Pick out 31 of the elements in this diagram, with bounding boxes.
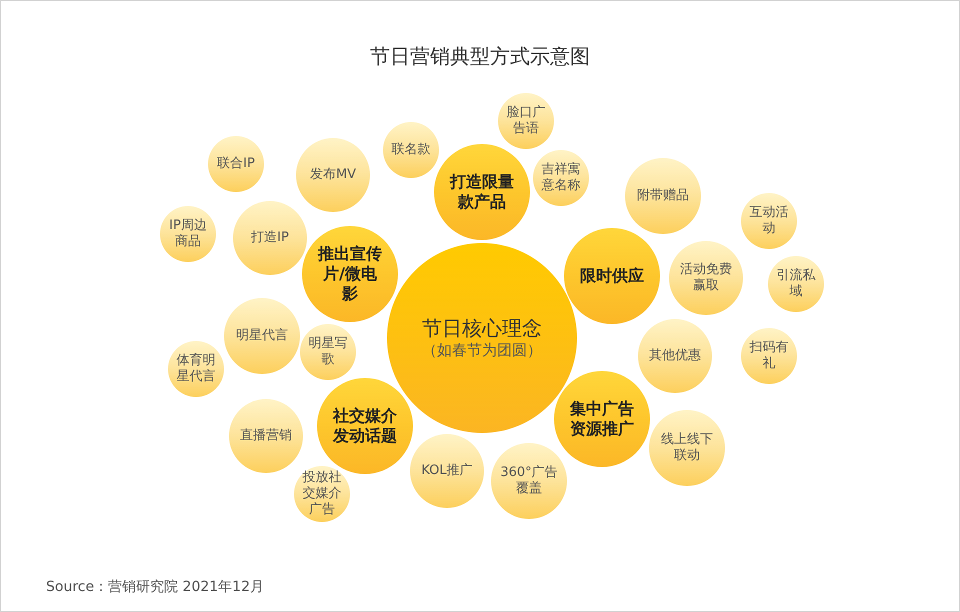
bubble-label: 明星写歌 (308, 336, 348, 368)
bubble-label: IP周边商品 (168, 218, 208, 250)
bubble-label: 明星代言 (236, 328, 288, 344)
source-note: Source：营销研究院 2021年12月 (46, 578, 264, 596)
bubble-label: 发布MV (310, 166, 356, 184)
bubble-label: 互动活动 (749, 204, 789, 238)
bubble-label: 活动免费赢取 (679, 262, 733, 294)
bubble-label: 限时供应 (580, 266, 644, 286)
bubble-label: 360°广告覆盖 (499, 464, 559, 498)
bubble-label: 引流私域 (776, 268, 816, 300)
bubble-label: 脸口广告语 (506, 104, 546, 138)
bubble-label: 吉祥寓意名称 (541, 162, 581, 194)
bubble-label: 其他优惠 (649, 348, 701, 364)
bubble-label: 推出宣传片/微电影 (316, 244, 383, 304)
core-label: 节日核心理念 (422, 315, 542, 342)
bubble-label: 线上线下联动 (660, 432, 714, 464)
bubble-label: 投放社交媒介广告 (302, 470, 342, 518)
chart-title: 节日营销典型方式示意图 (370, 43, 590, 70)
bubble-label: KOL推广 (421, 462, 473, 480)
bubble-label: 打造限量款产品 (448, 172, 515, 212)
bubble (300, 324, 356, 380)
bubble-label: 直播营销 (240, 428, 292, 444)
bubble-label: 体育明星代言 (176, 352, 216, 386)
core-note: （如春节为团圆） (422, 341, 542, 361)
bubble-label: 联合IP (217, 156, 255, 172)
bubble-label: 联名款 (392, 142, 430, 158)
bubble-label: 社交媒介发动话题 (332, 406, 398, 446)
bubble-label: 扫码有礼 (749, 340, 789, 372)
bubble-label: 集中广告资源推广 (568, 399, 635, 439)
bubble-label: 打造IP (251, 230, 289, 246)
bubble-label: 附带赠品 (637, 188, 689, 204)
